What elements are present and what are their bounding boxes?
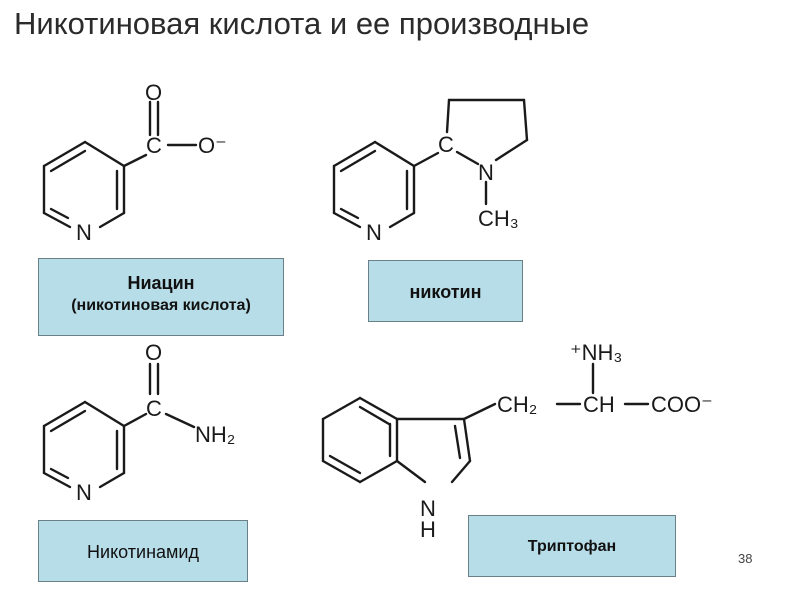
nicotinamide-structure (42, 362, 196, 489)
nicotine-atom-n-ring: N (478, 160, 494, 185)
niacin-atom-o-minus: O⁻ (198, 133, 227, 158)
niacin-label-box: Ниацин (никотиновая кислота) (38, 258, 284, 336)
tryptophan-atom-nh-text: NH (416, 496, 441, 538)
nicotinamide-atom-c: C (146, 396, 162, 421)
nicotine-atom-c: C (438, 132, 454, 157)
nicotinamide-atom-o: O (145, 340, 162, 365)
niacin-atom-c: C (146, 133, 162, 158)
niacin-label: Ниацин (127, 273, 195, 293)
nicotinamide-atom-n: N (76, 480, 92, 505)
tryptophan-atom-nh3-plus: ⁺NH₃ (570, 340, 622, 365)
tryptophan-atom-coo-minus: COO⁻ (651, 392, 713, 417)
tryptophan-structure (321, 362, 650, 484)
tryptophan-atom-ch2: CH₂ (497, 392, 537, 417)
tryptophan-atom-nh: NH (416, 496, 441, 538)
niacin-structure (42, 100, 198, 229)
nicotinamide-label: Никотинамид (38, 520, 248, 582)
nicotine-label: никотин (368, 260, 523, 322)
nicotine-atom-ch3: CH₃ (478, 206, 519, 231)
niacin-atom-o-top: O (145, 80, 162, 105)
tryptophan-atom-ch: CH (583, 392, 615, 417)
page-title: Никотиновая кислота и ее производные (14, 6, 590, 41)
page-number: 38 (738, 551, 753, 566)
nicotine-structure (332, 98, 529, 229)
nicotine-atom-n-pyridine: N (366, 220, 382, 245)
niacin-atom-n: N (76, 220, 92, 245)
niacin-sublabel: (никотиновая кислота) (71, 297, 251, 314)
nicotinamide-atom-nh2: NH₂ (195, 422, 235, 447)
tryptophan-label: Триптофан (468, 515, 676, 577)
